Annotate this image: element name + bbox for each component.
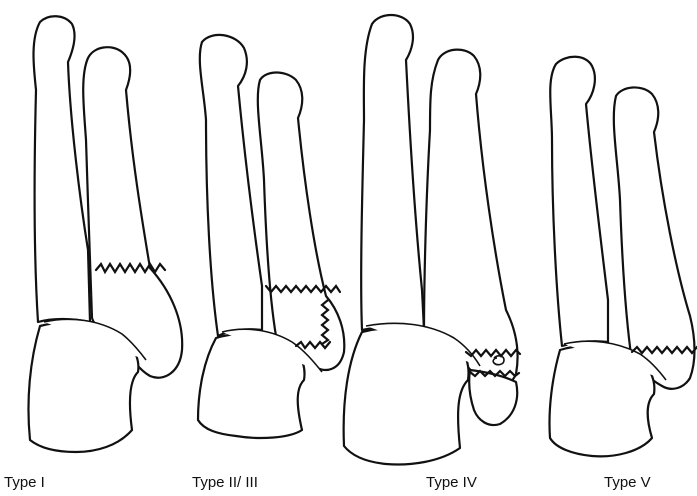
panel-type-5 — [549, 57, 697, 457]
tibia-bone — [361, 15, 424, 330]
panel-type-1 — [28, 16, 182, 452]
panel-type-2-3 — [198, 35, 344, 438]
caption-type-2-3: Type II/ III — [192, 474, 258, 491]
tibia-bone — [200, 35, 262, 336]
fibula-bone — [258, 73, 344, 370]
tibia-bone — [34, 16, 91, 322]
caption-type-5: Type V — [604, 474, 651, 491]
fibula-bone — [614, 87, 695, 388]
caption-type-4: Type IV — [426, 474, 477, 491]
panel-type-4 — [344, 15, 520, 464]
fracture-fragment — [469, 370, 517, 425]
caption-type-1: Type I — [4, 474, 45, 491]
tibia-bone — [550, 57, 608, 346]
